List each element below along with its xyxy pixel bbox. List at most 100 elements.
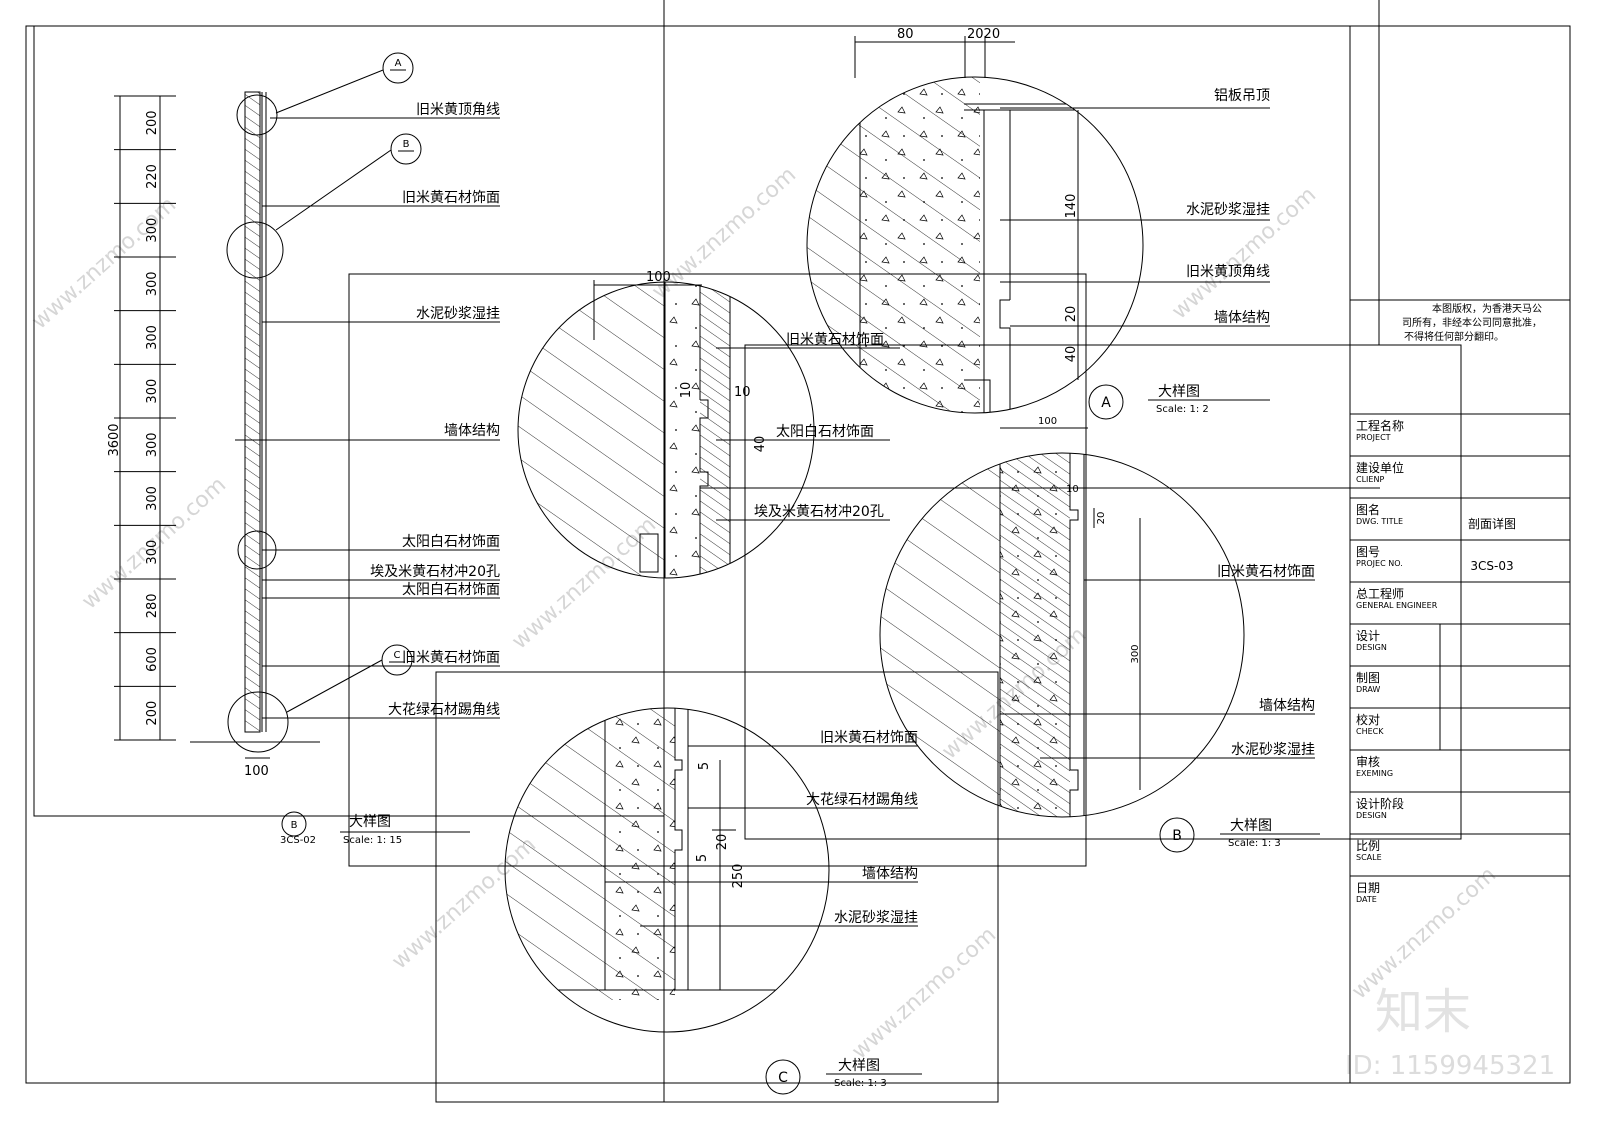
svg-text:A: A [395,58,402,69]
dim-segment: 300 [145,271,160,296]
dim-a-100: 100 [1038,416,1057,427]
label-green-skirting: 大花绿石材踢角线 [388,702,500,718]
title-block-label: 总工程师 [1356,586,1404,601]
callout-bubble-b [390,133,422,165]
dim-segment: 300 [145,486,160,511]
svg-text:B: B [1172,828,1182,844]
label-b-wall: 墙体结构 [1259,698,1315,714]
detail-c: 5 20 5 250 旧米黄石材饰面 大花绿石材踢角线 墙体结构 水泥砂浆湿挂 … [504,707,922,1095]
dim-b-20: 20 [1096,512,1107,525]
label-c-beige: 旧米黄石材饰面 [820,729,918,746]
label-a-mortar: 水泥砂浆湿挂 [1186,202,1270,218]
watermark-logo-big: 知末 [1375,984,1471,1040]
title-block-label: 校对 [1356,712,1380,727]
title-block-label-en: DESIGN [1356,643,1387,652]
title-block-label: 审核 [1356,754,1380,769]
watermark-text: www.znzmo.com [27,192,181,334]
dim-segment: 300 [145,379,160,404]
watermark-text: www.znzmo.com [847,922,1001,1064]
title-bubble-a [1088,384,1124,420]
label-ceiling-molding: 旧米黄顶角线 [416,101,500,118]
title-block-label-en: DESIGN [1356,811,1387,820]
svg-text:C: C [394,650,401,661]
label-beige-stone-2: 旧米黄石材饰面 [402,649,500,666]
title-block-label: 设计 [1356,629,1380,643]
dim-a-20: 20 [1064,306,1079,323]
title-block-label: 日期 [1356,881,1380,895]
title-block-label-en: CHECK [1356,727,1384,736]
svg-text:B: B [403,139,410,150]
title-block-label: 制图 [1356,671,1380,685]
label-beige-stone: 旧米黄石材饰面 [402,189,500,206]
label-sun-white: 太阳白石材饰面 [402,534,500,550]
title-block-label: 图号 [1356,545,1380,559]
svg-text:C: C [778,1070,788,1086]
sheet-frame [25,0,1571,1103]
dim-b-10: 10 [1066,484,1079,495]
dim-segment: 300 [145,218,160,243]
title-b-ref: 3CS-02 [280,835,316,846]
title-block-value: 3CS-03 [1470,559,1513,573]
label-mortar: 水泥砂浆湿挂 [416,306,500,322]
wall-section: 3600 200 220 300 300 300 300 300 300 300 280 600 20… [107,52,500,846]
dim-segment: 280 [145,593,160,618]
dim-segment: 200 [145,701,160,726]
title-block-label-en: DWG. TITLE [1356,517,1403,526]
title-block-label-en: SCALE [1356,853,1382,862]
title-block-label-en: PROJECT [1356,433,1391,442]
dim-segment: 600 [145,647,160,672]
dim-segment: 220 [145,164,160,189]
title-block-label: 设计阶段 [1356,796,1404,811]
dim-mid-10a: 10 [679,382,694,399]
dim-segment: 200 [145,110,160,135]
label-c-mortar: 水泥砂浆湿挂 [834,910,918,926]
detail-b: 10 20 300 旧米黄石材饰面 墙体结构 水泥砂浆湿挂 B 大样图 Scal… [879,452,1320,853]
title-a-scale: Scale: 1: 2 [1156,404,1209,415]
dim-mid-top: 100 [646,270,671,285]
title-block-value: 剖面详图 [1468,516,1516,531]
watermark-id: ID: 1159945321 [1345,1051,1555,1081]
label-wall: 墙体结构 [444,423,500,439]
title-block-label-en: DRAW [1356,685,1380,694]
dim-segment: 300 [145,432,160,457]
label-mid-sun-white: 太阳白石材饰面 [776,424,874,440]
copyright-line-2: 司所有，非经本公司同意批准， [1402,316,1542,329]
dim-segment: 300 [145,325,160,350]
dim-total: 3600 [107,423,122,456]
label-b-mortar: 水泥砂浆湿挂 [1231,742,1315,758]
title-block: 本图版权，为香港天马公 司所有，非经本公司同意批准， 不得将任何部分翻印。 工程… [1350,299,1570,904]
dim-c-20: 20 [715,834,730,851]
label-egypt-perforated: 埃及米黄石材冲20孔 [370,563,500,580]
label-a-molding: 旧米黄顶角线 [1186,263,1270,280]
label-c-green: 大花绿石材踢角线 [806,792,918,808]
dim-c-5a: 5 [697,762,712,770]
title-block-label-en: DATE [1356,895,1377,904]
title-block-label-en: PROJEC NO. [1356,559,1403,568]
detail-a: 80 2020 140 20 40 100 铝板吊顶 水泥砂浆湿挂 旧米黄顶角线… [806,27,1270,429]
title-a-title: 大样图 [1158,384,1200,400]
title-block-label-en: GENERAL ENGINEER [1356,601,1438,610]
title-block-label: 工程名称 [1356,418,1404,433]
title-bubble-b2 [1159,817,1195,853]
dim-a-top1: 80 [897,27,914,42]
dim-segment: 300 [145,540,160,565]
copyright-line-1: 本图版权，为香港天马公 [1432,302,1542,315]
label-c-wall: 墙体结构 [862,866,918,882]
title-bubble-c [765,1059,801,1095]
svg-text:A: A [1101,395,1111,411]
title-block-label: 建设单位 [1356,460,1404,475]
copyright-line-3: 不得将任何部分翻印。 [1404,330,1504,343]
label-mid-beige: 旧米黄石材饰面 [786,331,884,348]
dim-a-140: 140 [1064,194,1079,219]
dim-a-40: 40 [1064,346,1079,363]
title-b-scale: Scale: 1: 15 [343,835,402,846]
title-block-label-en: EXEMING [1356,769,1393,778]
dim-b-300: 300 [1130,644,1141,663]
label-a-aluminum: 铝板吊顶 [1214,88,1270,104]
title-bubble-b [281,811,307,837]
title-c-title: 大样图 [838,1058,880,1074]
dim-c-5b: 5 [695,854,710,862]
title-b2-scale: Scale: 1: 3 [1228,838,1281,849]
dim-bottom-width: 100 [244,764,269,779]
